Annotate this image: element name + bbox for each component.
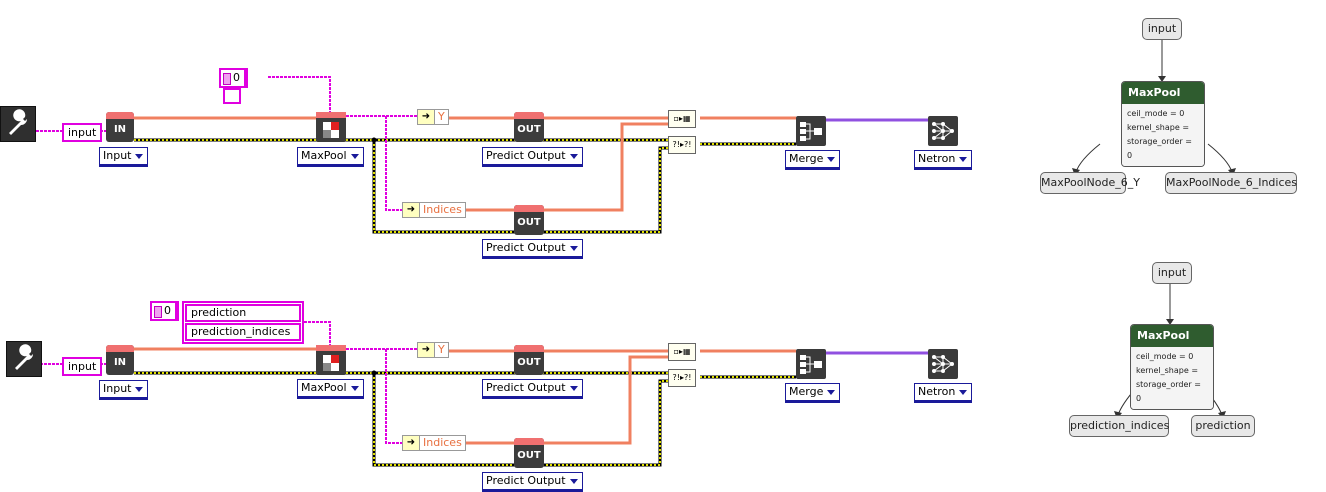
out-node-2[interactable]: OUT bbox=[514, 438, 544, 468]
graph-1-output-y[interactable]: MaxPoolNode_6_Y bbox=[1040, 172, 1140, 194]
predict-output-select-2[interactable]: Predict Output bbox=[482, 472, 583, 492]
arrow-right-icon: ➜ bbox=[403, 436, 420, 450]
build-cluster-icon[interactable]: ?!▸?! bbox=[668, 369, 696, 387]
empty-string-array bbox=[223, 88, 241, 104]
out-node-1[interactable]: OUT bbox=[514, 345, 544, 375]
input-select[interactable]: Input bbox=[99, 380, 149, 400]
out-node-2[interactable]: OUT bbox=[514, 205, 544, 235]
merge-node-icon[interactable] bbox=[796, 116, 826, 146]
graph-1-maxpool-op[interactable]: MaxPool ceil_mode = 0 kernel_shape = sto… bbox=[1121, 81, 1205, 167]
arrow-right-icon: ➜ bbox=[403, 203, 420, 217]
graph-2-maxpool-op[interactable]: MaxPool ceil_mode = 0 kernel_shape = sto… bbox=[1130, 324, 1214, 410]
output-name-1[interactable]: prediction_indices bbox=[185, 323, 301, 341]
op-attributes: ceil_mode = 0 kernel_shape = storage_ord… bbox=[1122, 104, 1204, 166]
merge-select[interactable]: Merge bbox=[785, 150, 841, 170]
maxpool-node-icon[interactable] bbox=[316, 112, 346, 142]
netron-select[interactable]: Netron bbox=[914, 383, 973, 403]
graph-1-output-indices[interactable]: MaxPoolNode_6_Indices bbox=[1165, 172, 1297, 194]
build-cluster-icon[interactable]: ?!▸?! bbox=[668, 136, 696, 154]
graph-2-output-indices[interactable]: prediction_indices bbox=[1069, 415, 1169, 437]
input-label: input bbox=[62, 123, 103, 142]
netron-node-icon[interactable] bbox=[928, 116, 958, 146]
constant-value: 0 bbox=[221, 70, 246, 86]
predict-output-select-2[interactable]: Predict Output bbox=[482, 239, 583, 259]
op-title: MaxPool bbox=[1131, 325, 1213, 347]
predict-output-select-1[interactable]: Predict Output bbox=[482, 147, 583, 167]
terminal-y: ➜Y bbox=[417, 109, 449, 125]
op-attributes: ceil_mode = 0 kernel_shape = storage_ord… bbox=[1131, 347, 1213, 409]
input-label: input bbox=[62, 357, 103, 376]
op-title: MaxPool bbox=[1122, 82, 1204, 104]
diagram-1-wires bbox=[36, 76, 928, 234]
attr-storage-order: storage_order = 0 bbox=[1127, 137, 1192, 160]
netron-select[interactable]: Netron bbox=[914, 150, 973, 170]
graph-2-input-node[interactable]: input bbox=[1152, 262, 1192, 284]
constant-value: 0 bbox=[152, 303, 177, 319]
diagram-2-wires bbox=[36, 321, 928, 467]
graph-2-output-prediction[interactable]: prediction bbox=[1191, 415, 1255, 437]
maxpool-select[interactable]: MaxPool bbox=[297, 147, 364, 167]
terminal-indices: ➜Indices bbox=[402, 202, 466, 218]
attr-kernel-shape: kernel_shape = bbox=[1136, 366, 1199, 375]
constant-control[interactable]: 0 bbox=[219, 68, 248, 104]
arrow-right-icon: ➜ bbox=[418, 343, 435, 357]
wrench-tool-icon[interactable] bbox=[6, 341, 42, 377]
merge-select[interactable]: Merge bbox=[785, 383, 841, 403]
graph-1-input-node[interactable]: input bbox=[1142, 18, 1182, 40]
output-names-array[interactable]: prediction prediction_indices bbox=[182, 301, 304, 344]
terminal-indices: ➜Indices bbox=[402, 435, 466, 451]
out-node-1[interactable]: OUT bbox=[514, 112, 544, 142]
maxpool-node-icon[interactable] bbox=[316, 345, 346, 375]
attr-ceil-mode: ceil_mode = 0 bbox=[1136, 352, 1194, 361]
terminal-y: ➜Y bbox=[417, 342, 449, 358]
attr-ceil-mode: ceil_mode = 0 bbox=[1127, 109, 1185, 118]
output-name-0[interactable]: prediction bbox=[185, 304, 301, 322]
build-array-icon[interactable]: ▫▸▦ bbox=[668, 110, 696, 128]
in-node[interactable]: IN bbox=[106, 345, 134, 375]
netron-node-icon[interactable] bbox=[928, 349, 958, 379]
input-select[interactable]: Input bbox=[99, 147, 149, 167]
maxpool-select[interactable]: MaxPool bbox=[297, 379, 364, 399]
arrow-right-icon: ➜ bbox=[418, 110, 435, 124]
merge-node-icon[interactable] bbox=[796, 349, 826, 379]
in-node[interactable]: IN bbox=[106, 112, 134, 142]
attr-storage-order: storage_order = 0 bbox=[1136, 380, 1201, 403]
build-array-icon[interactable]: ▫▸▦ bbox=[668, 343, 696, 361]
predict-output-select-1[interactable]: Predict Output bbox=[482, 379, 583, 399]
attr-kernel-shape: kernel_shape = bbox=[1127, 123, 1190, 132]
wrench-tool-icon[interactable] bbox=[0, 106, 36, 142]
constant-control[interactable]: 0 bbox=[150, 301, 179, 321]
